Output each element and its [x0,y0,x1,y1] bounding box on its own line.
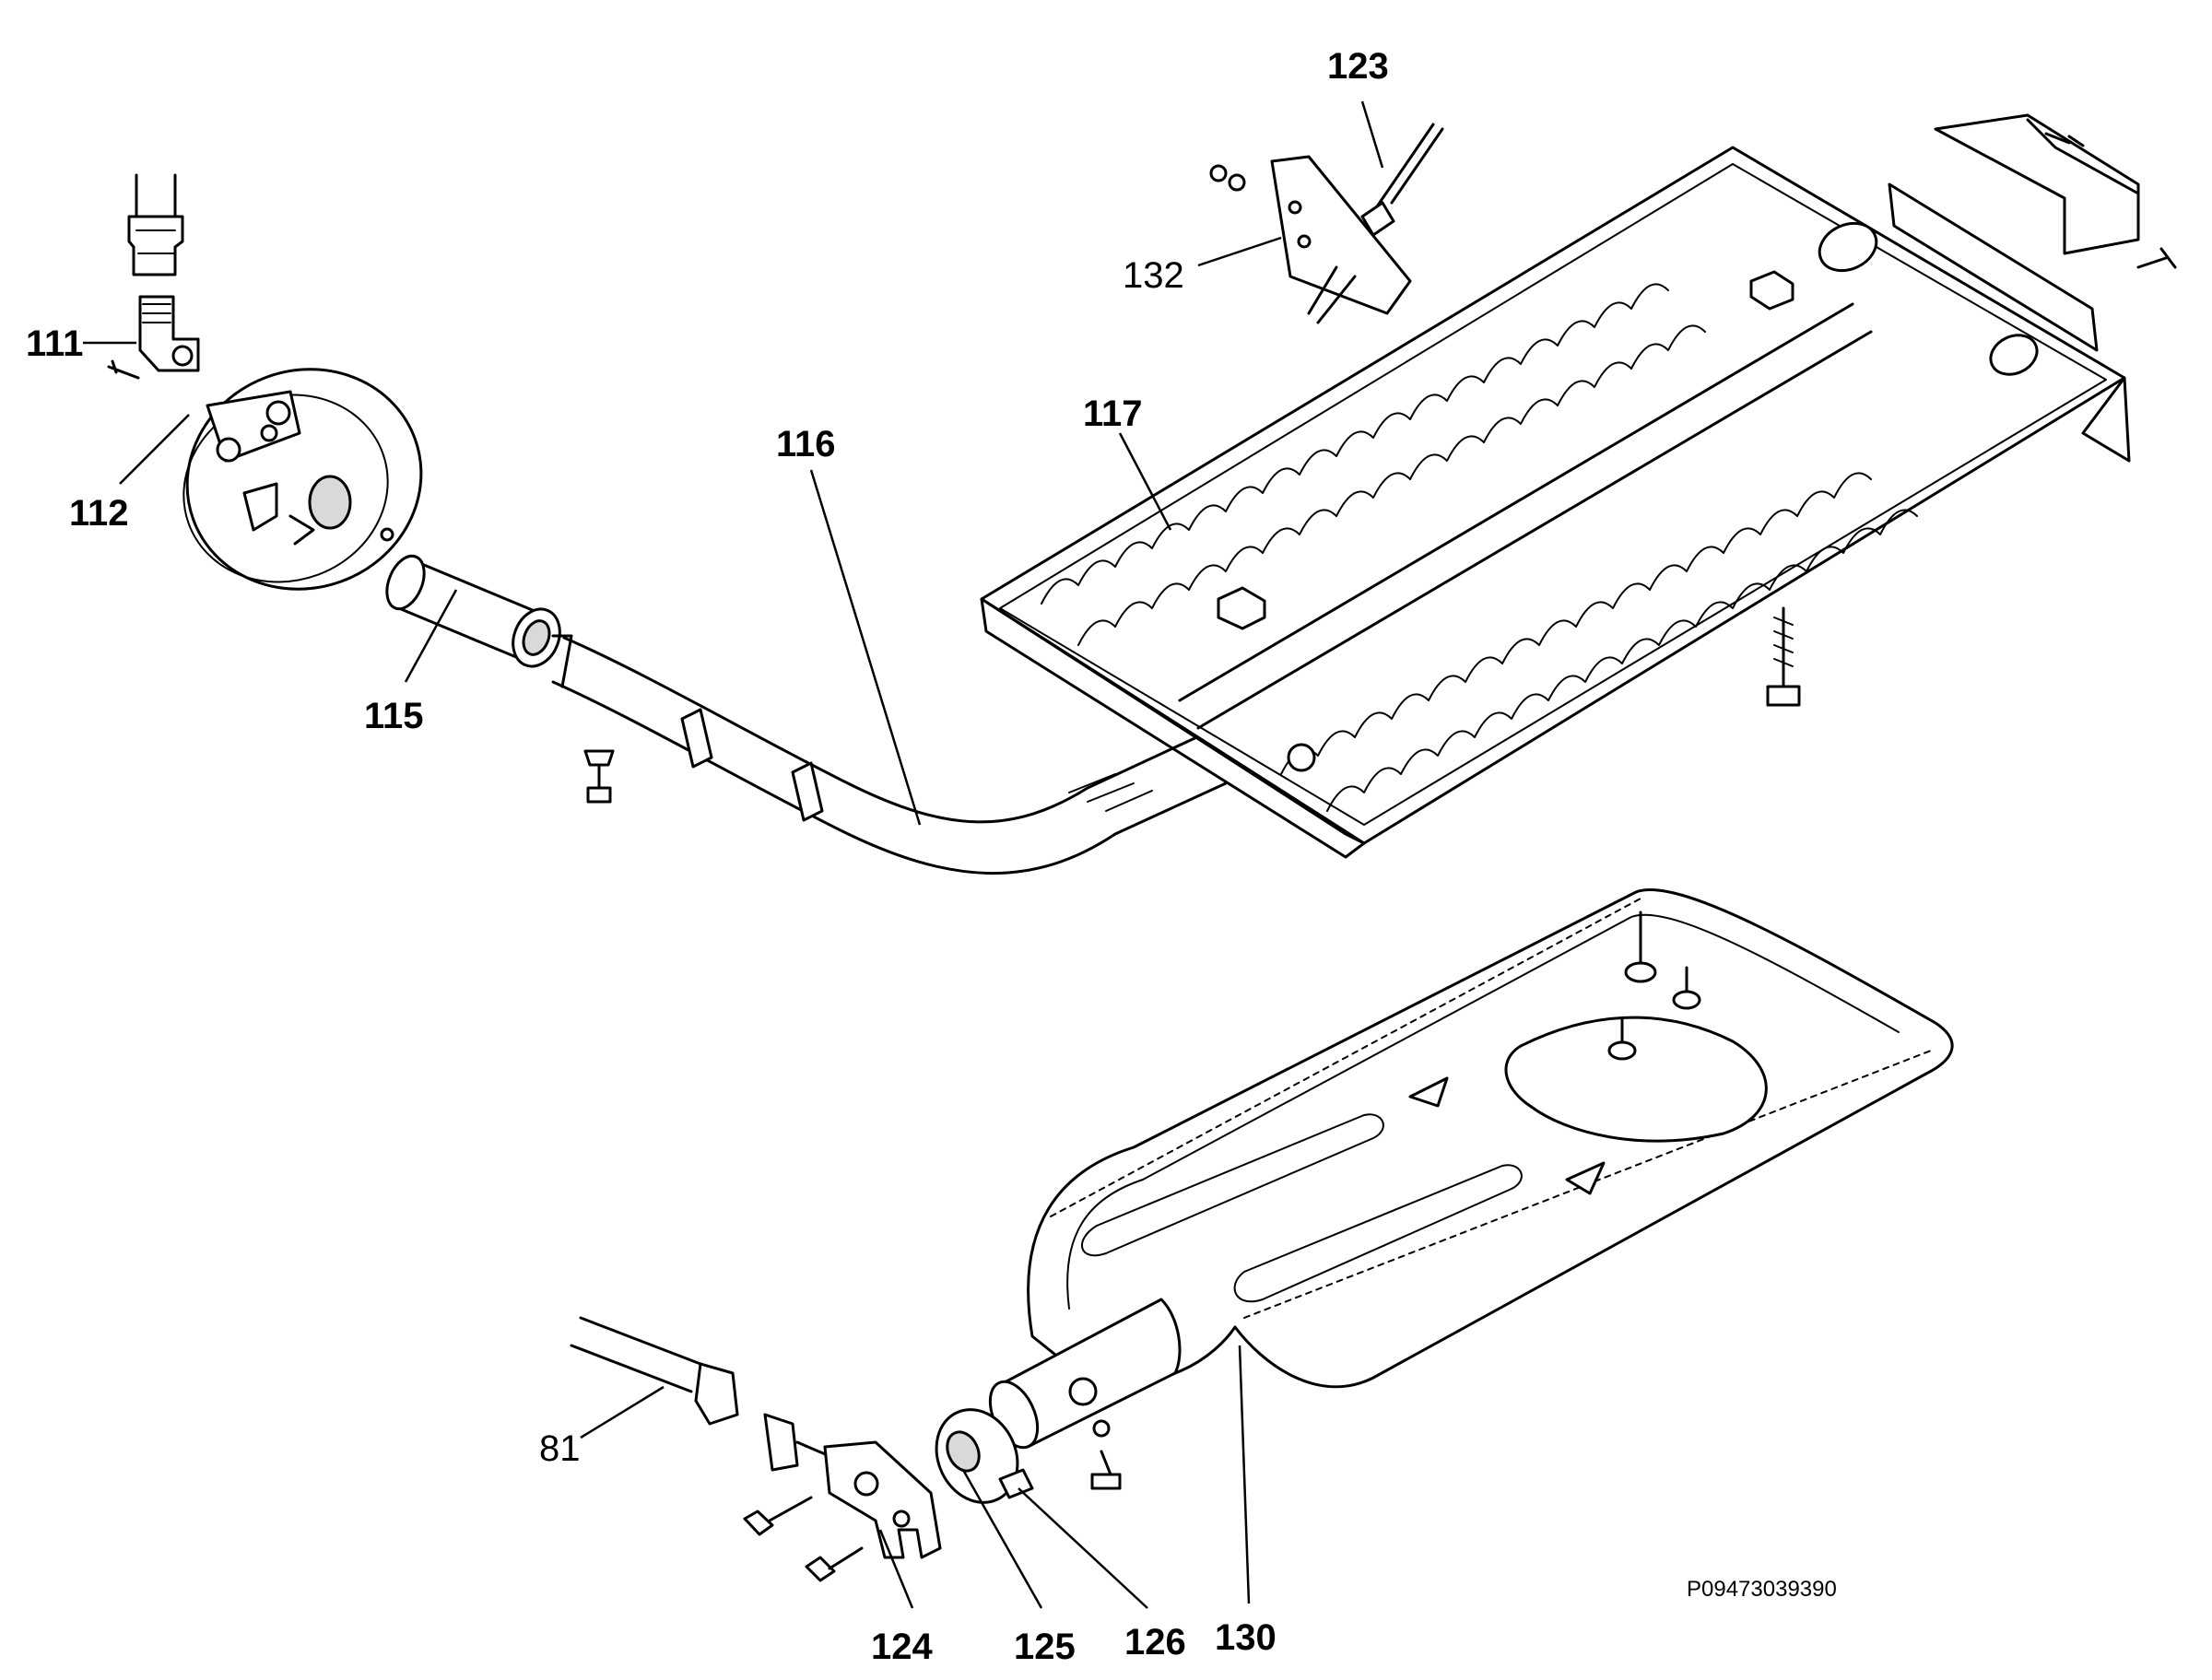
label-123: 123 [1327,46,1389,87]
label-117: 117 [1083,394,1143,434]
tube-part [385,554,561,668]
label-111: 111 [26,323,83,364]
label-126: 126 [1124,1622,1186,1662]
leader-lines [83,100,1384,1609]
label-132: 132 [1123,255,1184,296]
label-112: 112 [69,493,129,534]
part-labels: 111 112 115 116 117 123 132 81 124 125 1… [26,46,1837,1667]
lower-valve-assembly [570,1316,1034,1582]
label-124: 124 [871,1627,933,1667]
bent-pipe [551,634,1228,875]
igniter-bracket [1209,123,1444,324]
label-81: 81 [539,1428,581,1469]
label-130: 130 [1215,1617,1277,1658]
label-116: 116 [776,424,836,464]
gas-valve-assembly [107,173,423,591]
lower-burner [988,887,1954,1490]
label-125: 125 [1014,1627,1076,1667]
label-115: 115 [364,696,424,736]
reference-code: P09473039390 [1687,1577,1837,1602]
burner-tray [980,113,2177,859]
